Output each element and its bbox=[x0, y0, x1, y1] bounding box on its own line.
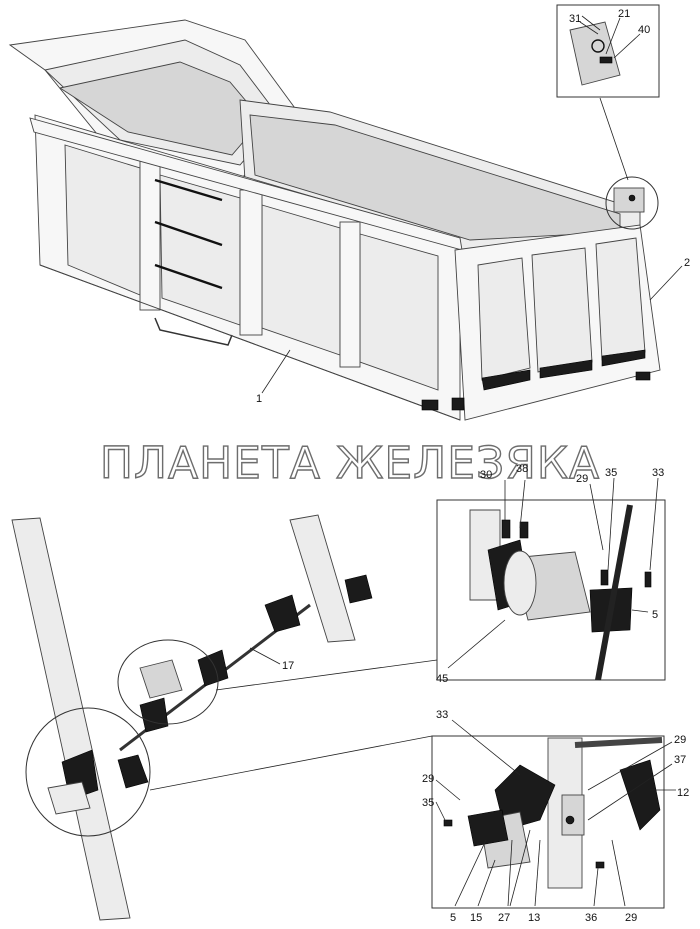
callout-2: 2 bbox=[684, 257, 690, 269]
latch-mechanism-illustration bbox=[11, 514, 373, 921]
callout-29-d: 29 bbox=[625, 912, 637, 924]
callout-33-a: 33 bbox=[652, 467, 664, 479]
callout-29-c: 29 bbox=[422, 773, 434, 785]
callout-40: 40 bbox=[638, 24, 650, 36]
inset-detail-latch bbox=[431, 735, 665, 909]
callout-29-a: 29 bbox=[576, 473, 588, 485]
callout-29-b: 29 bbox=[674, 734, 686, 746]
callout-38: 38 bbox=[516, 463, 528, 475]
callout-17: 17 bbox=[282, 660, 294, 672]
inset-detail-hinge bbox=[556, 4, 660, 181]
callout-30: 30 bbox=[480, 469, 492, 481]
callout-13: 13 bbox=[528, 912, 540, 924]
watermark-text: ПЛАНЕТА ЖЕЛЕЗЯКА bbox=[100, 438, 600, 489]
callout-45: 45 bbox=[436, 673, 448, 685]
callout-1: 1 bbox=[256, 393, 262, 405]
callouts: 1 2 31 21 40 30 38 29 35 33 5 45 17 33 2… bbox=[249, 8, 690, 924]
callout-36: 36 bbox=[585, 912, 597, 924]
callout-15: 15 bbox=[470, 912, 482, 924]
inset-detail-hinge-assembly bbox=[436, 499, 666, 681]
callout-35-b: 35 bbox=[422, 797, 434, 809]
callout-33-b: 33 bbox=[436, 709, 448, 721]
dump-body-illustration bbox=[8, 19, 661, 421]
callout-35-a: 35 bbox=[605, 467, 617, 479]
callout-27: 27 bbox=[498, 912, 510, 924]
callout-31: 31 bbox=[569, 13, 581, 25]
callout-12: 12 bbox=[677, 787, 689, 799]
callout-5-a: 5 bbox=[652, 609, 658, 621]
callout-37: 37 bbox=[674, 754, 686, 766]
callout-5-b: 5 bbox=[450, 912, 456, 924]
callout-21: 21 bbox=[618, 8, 630, 20]
